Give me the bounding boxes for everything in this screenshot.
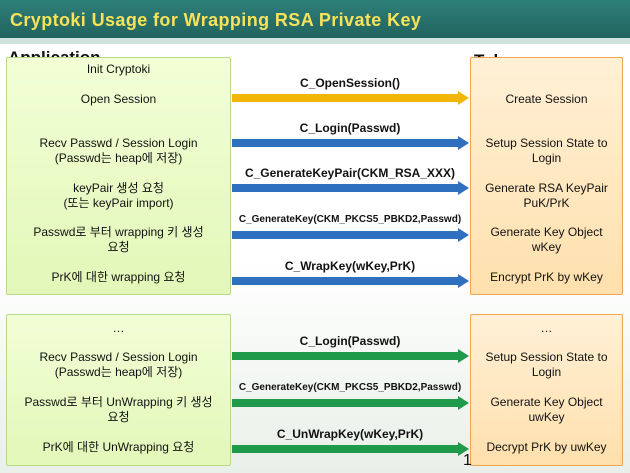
app-step-unwrap: PrK에 대한 UnWrapping 요청 xyxy=(42,440,195,454)
app-step-login: Recv Passwd / Session Login (Passwd는 hea… xyxy=(39,136,198,165)
app-step-wrapping-key: Passwd로 부터 wrapping 키 생성 요청 xyxy=(33,225,204,254)
page-title: Cryptoki Usage for Wrapping RSA Private … xyxy=(10,10,422,30)
arrow-shaft xyxy=(232,399,459,407)
arrow-head xyxy=(458,349,469,363)
app-step-unwrapping-key: Passwd로 부터 UnWrapping 키 생성 요청 xyxy=(24,395,213,424)
arrow-head xyxy=(458,274,469,288)
token-step-wkey: Generate Key Object wKey xyxy=(490,225,603,254)
call-generate-key-bottom: C_GenerateKey(CKM_PKCS5_PBKD2,Passwd) xyxy=(238,382,462,393)
arrow-generate-key-bottom xyxy=(232,396,469,410)
arrow-head xyxy=(458,442,469,456)
arrow-head xyxy=(458,181,469,195)
title-bar-strip xyxy=(0,38,630,44)
app-step-wrap: PrK에 대한 wrapping 요청 xyxy=(51,270,186,284)
arrow-wrap-key xyxy=(232,274,469,288)
arrow-generate-keypair xyxy=(232,181,469,195)
title-bar xyxy=(0,0,630,44)
application-box-top: Init Cryptoki Open Session Recv Passwd /… xyxy=(6,57,231,295)
arrow-head xyxy=(458,396,469,410)
call-generate-keypair: C_GenerateKeyPair(CKM_RSA_XXX) xyxy=(244,166,456,180)
call-login-bottom: C_Login(Passwd) xyxy=(299,334,401,348)
token-step-create-session: Create Session xyxy=(505,92,588,106)
arrow-shaft xyxy=(232,231,459,239)
arrow-shaft xyxy=(232,445,459,453)
arrow-shaft xyxy=(232,139,459,147)
arrow-generate-key xyxy=(232,228,469,242)
arrow-head xyxy=(458,136,469,150)
token-step-login: Setup Session State to Login xyxy=(485,350,608,379)
arrow-shaft xyxy=(232,277,459,285)
token-step-decrypt: Decrypt PrK by uwKey xyxy=(486,440,607,454)
app-step-ellipsis: … xyxy=(112,321,125,335)
token-step-keypair: Generate RSA KeyPair PuK/PrK xyxy=(485,181,608,210)
arrow-login xyxy=(232,136,469,150)
page-number: 1 xyxy=(463,452,472,469)
call-generate-key: C_GenerateKey(CKM_PKCS5_PBKD2,Passwd) xyxy=(238,214,462,225)
call-unwrap-key: C_UnWrapKey(wKey,PrK) xyxy=(276,427,424,441)
app-step-open-session: Open Session xyxy=(80,92,157,106)
arrow-unwrap-key xyxy=(232,442,469,456)
arrow-shaft xyxy=(232,352,459,360)
arrow-login-bottom xyxy=(232,349,469,363)
token-step-encrypt: Encrypt PrK by wKey xyxy=(490,270,603,284)
token-step-uwkey: Generate Key Object uwKey xyxy=(490,395,603,424)
app-step-keypair: keyPair 생성 요청 (또는 keyPair import) xyxy=(63,181,174,210)
token-step-ellipsis: … xyxy=(540,321,553,335)
arrow-open-session xyxy=(232,91,469,105)
token-box-top: Create Session Setup Session State to Lo… xyxy=(470,57,623,295)
call-open-session: C_OpenSession() xyxy=(299,76,401,90)
call-login: C_Login(Passwd) xyxy=(299,121,401,135)
application-box-bottom: … Recv Passwd / Session Login (Passwd는 h… xyxy=(6,314,231,466)
arrow-shaft xyxy=(232,94,459,102)
token-step-login: Setup Session State to Login xyxy=(485,136,608,165)
arrow-shaft xyxy=(232,184,459,192)
app-step-init: Init Cryptoki xyxy=(86,62,151,76)
token-box-bottom: … Setup Session State to Login Generate … xyxy=(470,314,623,466)
arrow-head xyxy=(458,91,469,105)
arrow-head xyxy=(458,228,469,242)
call-wrap-key: C_WrapKey(wKey,PrK) xyxy=(284,259,416,273)
app-step-login: Recv Passwd / Session Login (Passwd는 hea… xyxy=(39,350,198,379)
